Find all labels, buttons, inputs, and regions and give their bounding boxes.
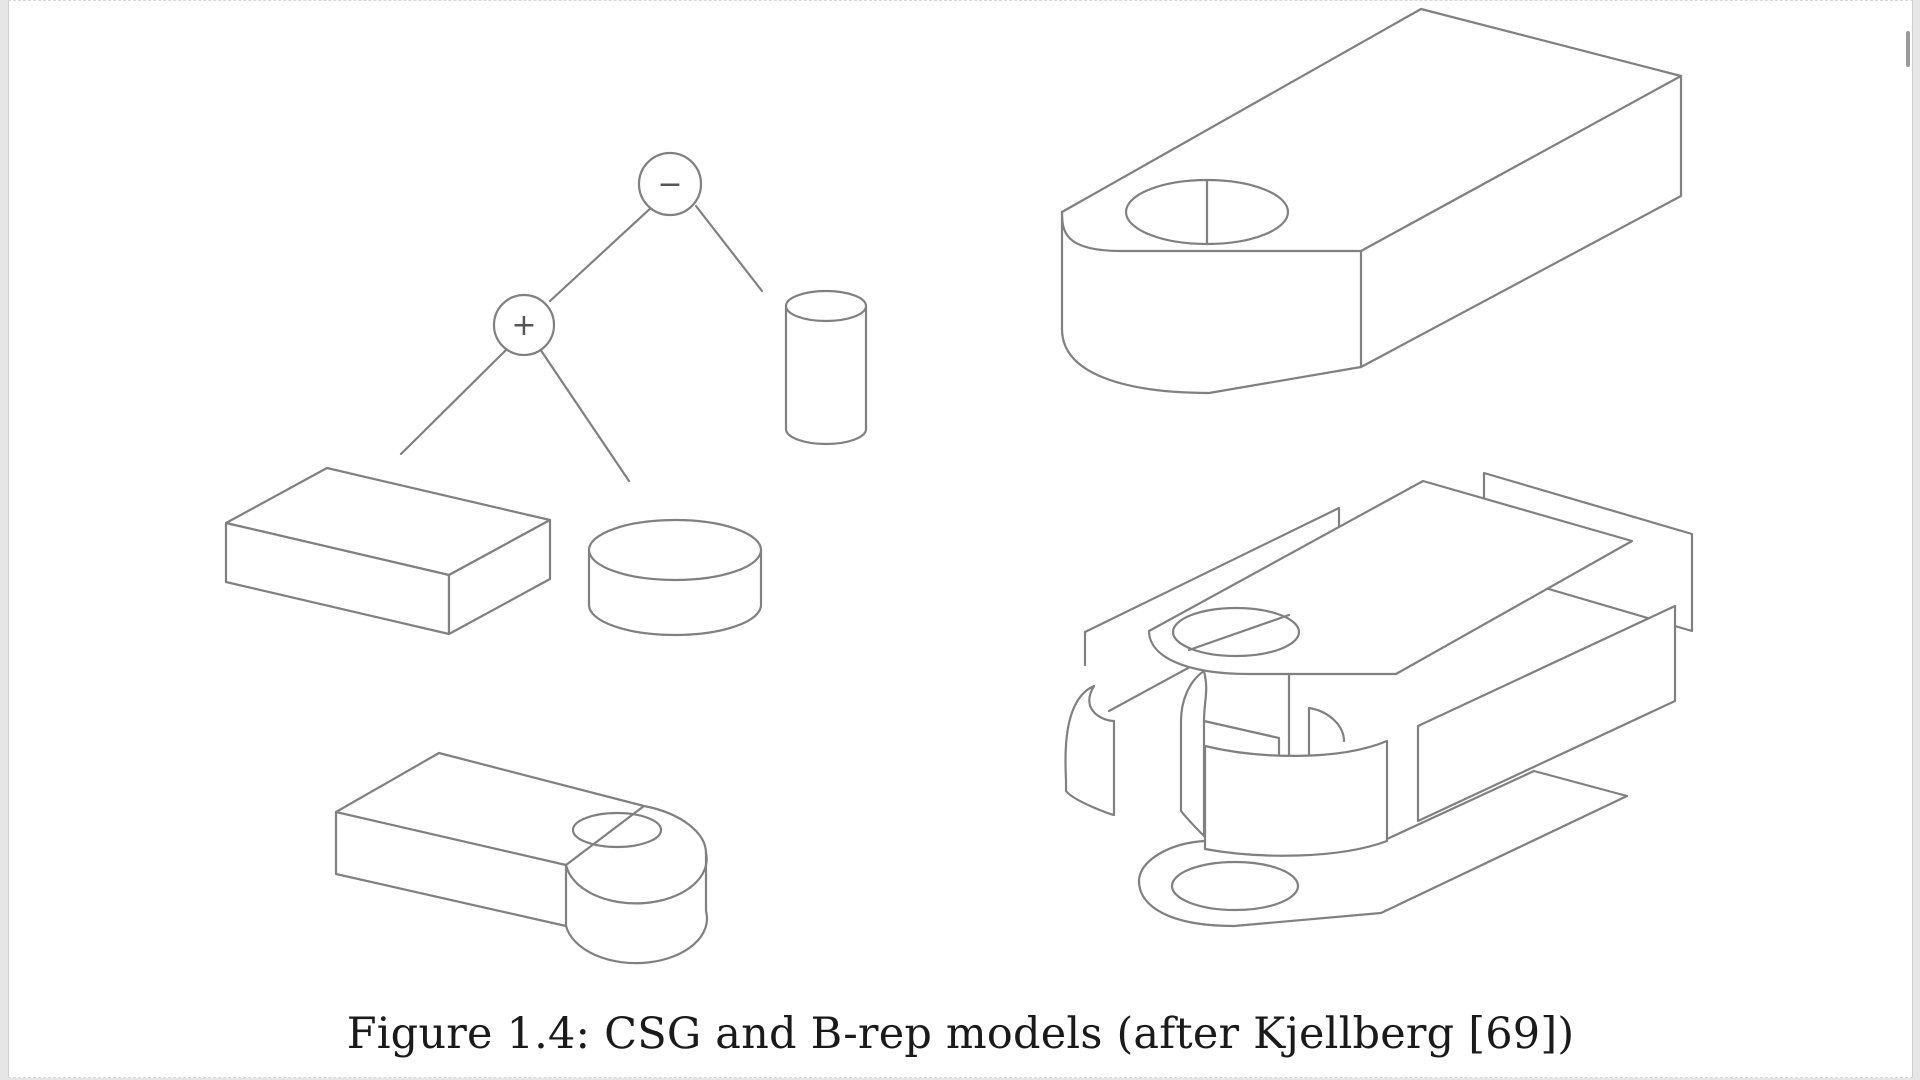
csg-result-solid	[334, 751, 709, 965]
tree-edge-union-to-disk	[538, 347, 631, 483]
scrollbar-thumb[interactable]	[1906, 31, 1910, 67]
tree-edge-root-to-union	[548, 204, 655, 303]
csg-box-primitive	[224, 466, 552, 636]
brep-solid	[1060, 7, 1683, 395]
tree-edge-union-to-box	[399, 347, 509, 456]
csg-brep-drawing: − +	[224, 7, 1694, 965]
document-page: − +	[8, 0, 1913, 1078]
figure-illustration: − +	[9, 1, 1912, 991]
csg-tree: − +	[399, 151, 764, 483]
figure-caption: Figure 1.4: CSG and B-rep models (after …	[346, 1009, 1575, 1059]
union-operator-node: +	[492, 293, 556, 357]
difference-operator-node: −	[637, 151, 703, 217]
csg-cylinder-primitive	[784, 289, 868, 446]
brep-exploded-faces	[1064, 471, 1694, 928]
union-symbol: +	[511, 308, 536, 343]
csg-disk-primitive	[587, 518, 763, 637]
tree-edge-root-to-cylinder	[694, 204, 764, 293]
difference-symbol: −	[657, 167, 682, 202]
